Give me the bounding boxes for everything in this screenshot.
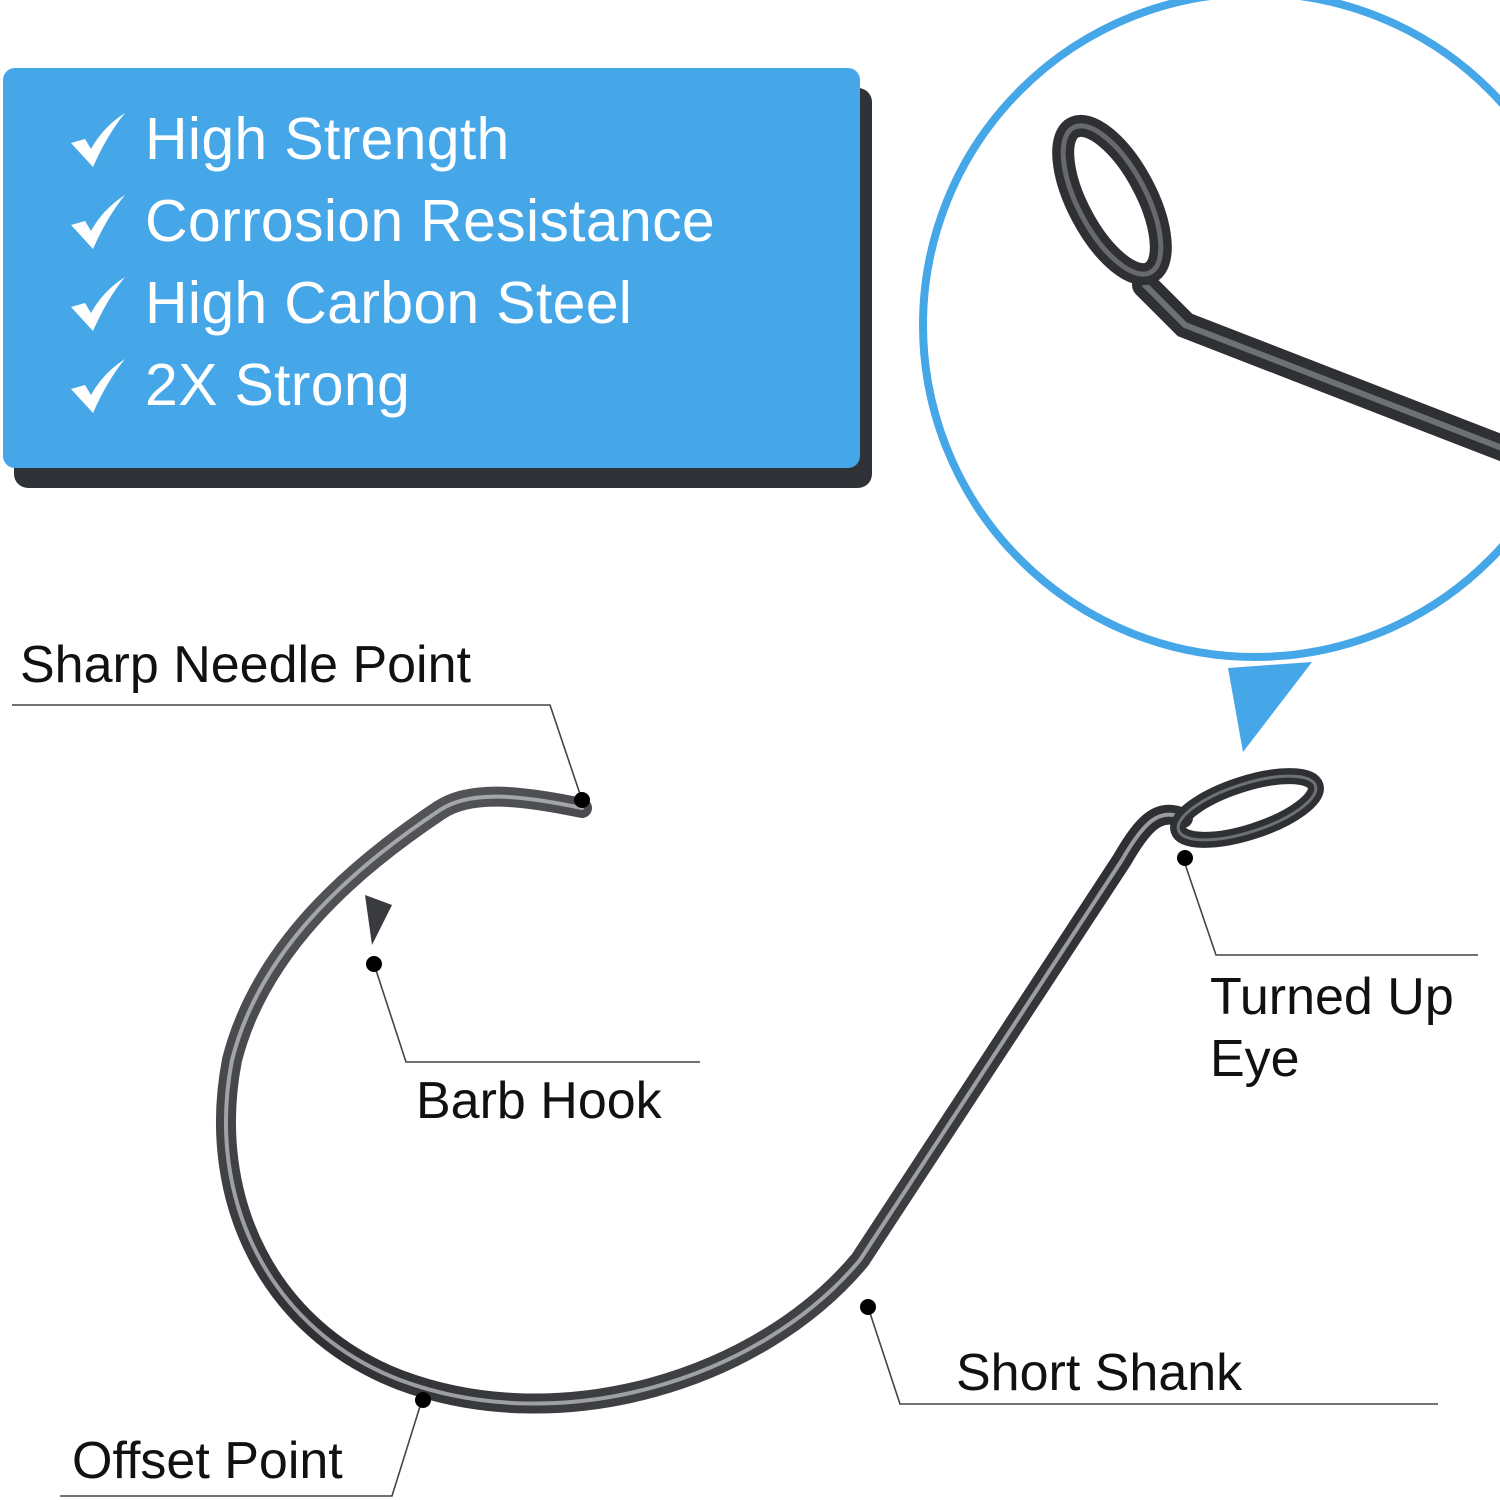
label-turned-up-eye-line1: Turned Up — [1210, 968, 1454, 1026]
hook-shape — [215, 768, 1324, 1414]
feature-card: High Strength Corrosion Resistance High … — [3, 68, 860, 468]
zoomed-eye-detail — [1052, 114, 1500, 468]
label-short-shank: Short Shank — [956, 1344, 1243, 1402]
anchor-dot — [415, 1392, 431, 1408]
leader-short-shank — [867, 1306, 1438, 1405]
label-turned-up-eye-line2: Eye — [1210, 1030, 1300, 1088]
leader-lines — [12, 704, 1478, 1497]
checkmark-icon — [71, 113, 125, 167]
bubble-pointer — [1228, 662, 1312, 752]
feature-label: 2X Strong — [145, 352, 411, 418]
label-barb-hook: Barb Hook — [416, 1072, 662, 1130]
label-sharp-needle-point: Sharp Needle Point — [20, 636, 471, 694]
feature-item: High Carbon Steel — [67, 262, 715, 344]
checkmark-icon — [71, 195, 125, 249]
anchor-dot — [574, 792, 590, 808]
feature-item: 2X Strong — [67, 344, 715, 426]
leader-barb-hook — [373, 963, 700, 1063]
checkmark-icon — [71, 277, 125, 331]
anchor-dot — [860, 1299, 876, 1315]
anchor-dot — [1177, 850, 1193, 866]
feature-label: Corrosion Resistance — [145, 188, 716, 254]
label-turned-up-eye: Turned Up Eye — [1210, 966, 1454, 1090]
leader-offset-point — [60, 1399, 423, 1497]
checkmark-icon — [71, 359, 125, 413]
feature-label: High Strength — [145, 106, 510, 172]
feature-item: Corrosion Resistance — [67, 180, 715, 262]
anchor-dot — [366, 956, 382, 972]
zoom-bubble — [919, 0, 1500, 752]
feature-item: High Strength — [67, 98, 715, 180]
barb — [365, 895, 392, 945]
leader-sharp-needle-point — [12, 704, 583, 801]
leader-turned-up-eye — [1182, 857, 1478, 956]
feature-label: High Carbon Steel — [145, 270, 633, 336]
feature-list: High Strength Corrosion Resistance High … — [67, 98, 715, 426]
label-offset-point: Offset Point — [72, 1432, 343, 1490]
anchor-dots — [366, 792, 1193, 1408]
